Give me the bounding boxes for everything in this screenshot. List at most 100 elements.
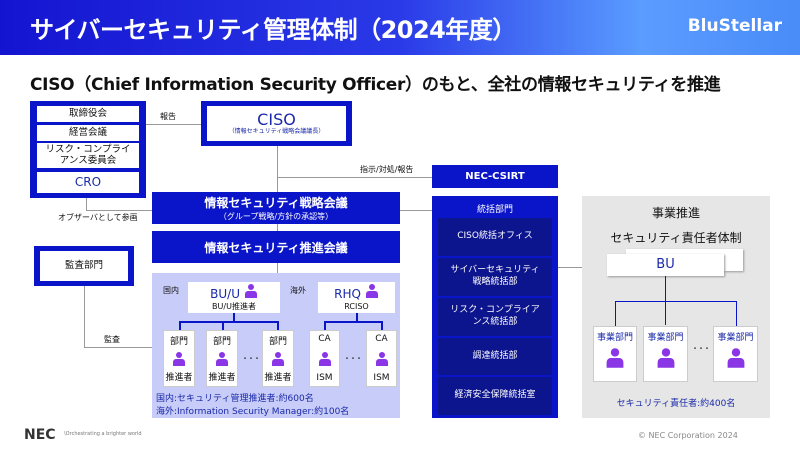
nec-logo: NEC bbox=[24, 427, 56, 443]
overseas-label: 海外 bbox=[290, 286, 306, 295]
dept-name: 部門 bbox=[169, 337, 188, 347]
connector bbox=[86, 210, 152, 211]
business-unit-name: 事業部門 bbox=[647, 333, 684, 343]
dept-role: 推進者 bbox=[208, 373, 236, 383]
tree-line bbox=[665, 276, 666, 325]
nec-csirt-label: NEC-CSIRT bbox=[465, 171, 525, 182]
tree-line bbox=[179, 321, 181, 330]
ca-box: CA ISM bbox=[309, 330, 340, 387]
connector bbox=[84, 347, 152, 348]
observer-label: オブザーバとして参画 bbox=[58, 213, 138, 222]
dept-role: 推進者 bbox=[165, 373, 193, 383]
board-item: 取締役会 bbox=[37, 106, 139, 122]
person-icon bbox=[365, 284, 379, 298]
business-unit-name: 事業部門 bbox=[717, 333, 754, 343]
bu-u-box: BU/U BU/U推進者 bbox=[188, 282, 280, 313]
dept-box: 部門推進者 bbox=[262, 330, 294, 387]
dept-role: 推進者 bbox=[264, 373, 292, 383]
board-item: リスク・コンプライアンス委員会 bbox=[37, 143, 139, 168]
ellipsis: ・・・ bbox=[343, 354, 363, 363]
business-title: 事業推進 bbox=[651, 206, 700, 220]
connector bbox=[400, 210, 432, 211]
board-item: 経営会議 bbox=[37, 125, 139, 141]
instruct-label: 指示/対処/報告 bbox=[360, 165, 414, 174]
tree-line bbox=[277, 321, 279, 330]
header-bar bbox=[0, 0, 800, 55]
ca-role: ISM bbox=[316, 373, 333, 383]
bu-u-title: BU/U bbox=[210, 287, 240, 301]
dept-name: 部門 bbox=[268, 337, 287, 347]
business-subtitle: セキュリティ責任者体制 bbox=[610, 231, 742, 245]
domestic-count: 国内:セキュリティ管理推進者:約600名 bbox=[156, 394, 314, 404]
hq-item: サイバーセキュリティ戦略統括部 bbox=[438, 258, 552, 296]
rhq-title: RHQ bbox=[334, 287, 361, 301]
strategy-subtitle: （グループ戦略/方針の承認等） bbox=[218, 212, 334, 221]
rhq-role: RCISO bbox=[344, 301, 369, 311]
tree-line bbox=[615, 301, 616, 326]
tree-line bbox=[222, 321, 224, 330]
person-icon bbox=[375, 351, 389, 366]
person-icon bbox=[271, 351, 285, 366]
tree-line bbox=[179, 321, 279, 323]
ca-box: CA ISM bbox=[366, 330, 397, 387]
promotion-title: 情報セキュリティ推進会議 bbox=[204, 240, 348, 255]
person-icon bbox=[318, 351, 332, 366]
connector bbox=[277, 177, 432, 178]
hq-item: リスク・コンプライアンス統括部 bbox=[438, 298, 552, 336]
tree-line bbox=[233, 313, 235, 322]
copyright: © NEC Corporation 2024 bbox=[638, 431, 738, 440]
overseas-count: 海外:Information Security Manager:約100名 bbox=[156, 407, 350, 417]
dept-box: 部門推進者 bbox=[163, 330, 195, 387]
tree-line bbox=[324, 321, 383, 323]
domestic-label: 国内 bbox=[163, 286, 179, 295]
tree-line bbox=[324, 321, 326, 330]
cro-box: CRO bbox=[37, 172, 139, 193]
person-icon bbox=[726, 348, 746, 368]
connector bbox=[86, 198, 87, 210]
business-count: セキュリティ責任者:約400名 bbox=[616, 399, 736, 409]
page-title: サイバーセキュリティ管理体制（2024年度） bbox=[30, 16, 516, 44]
hq-item: 調達統括部 bbox=[438, 338, 552, 375]
connector bbox=[146, 124, 201, 125]
person-icon bbox=[172, 351, 186, 366]
person-icon bbox=[605, 348, 625, 368]
ciso-title: CISO bbox=[257, 109, 296, 129]
audit-dept-label: 監査部門 bbox=[40, 251, 128, 281]
bu-u-role: BU/U推進者 bbox=[212, 301, 256, 311]
ca-name: CA bbox=[375, 334, 388, 344]
business-unit-box: 事業部門 bbox=[643, 326, 688, 382]
report-label: 報告 bbox=[160, 112, 176, 121]
subtitle: CISO（Chief Information Security Officer）… bbox=[30, 75, 721, 95]
hq-item: 経済安全保障統括室 bbox=[438, 377, 552, 415]
ciso-subtitle: （情報セキュリティ戦略会議議長） bbox=[228, 128, 325, 136]
connector bbox=[84, 286, 85, 347]
ellipsis: ・・・ bbox=[241, 354, 261, 363]
tree-line bbox=[356, 313, 358, 322]
person-icon bbox=[244, 284, 258, 298]
bu-box: BU bbox=[607, 254, 724, 276]
hq-item: CISO統括オフィス bbox=[438, 218, 552, 256]
person-icon bbox=[215, 351, 229, 366]
dept-name: 部門 bbox=[212, 337, 231, 347]
brand-logo: BluStellar bbox=[687, 16, 782, 36]
person-icon bbox=[656, 348, 676, 368]
hq-title: 統括部門 bbox=[476, 205, 513, 215]
ca-name: CA bbox=[318, 334, 331, 344]
nec-csirt-box: NEC-CSIRT bbox=[432, 165, 558, 188]
strategy-title: 情報セキュリティ戦略会議 bbox=[204, 196, 348, 210]
ciso-inner: CISO （情報セキュリティ戦略会議議長） bbox=[207, 106, 346, 141]
dept-box: 部門推進者 bbox=[206, 330, 238, 387]
ellipsis: ・・・ bbox=[691, 344, 711, 353]
business-unit-box: 事業部門 bbox=[713, 326, 758, 382]
rhq-box: RHQ RCISO bbox=[318, 282, 395, 313]
audit-label: 監査 bbox=[104, 335, 120, 344]
footer-tagline: \Orchestrating a brighter world bbox=[64, 431, 142, 437]
business-unit-box: 事業部門 bbox=[593, 326, 637, 382]
strategy-council: 情報セキュリティ戦略会議 （グループ戦略/方針の承認等） bbox=[152, 192, 400, 224]
business-unit-name: 事業部門 bbox=[596, 333, 633, 343]
promotion-council: 情報セキュリティ推進会議 bbox=[152, 231, 400, 263]
tree-line bbox=[736, 301, 737, 326]
tree-line bbox=[381, 321, 383, 330]
ca-role: ISM bbox=[373, 373, 390, 383]
tree-line bbox=[615, 301, 736, 302]
